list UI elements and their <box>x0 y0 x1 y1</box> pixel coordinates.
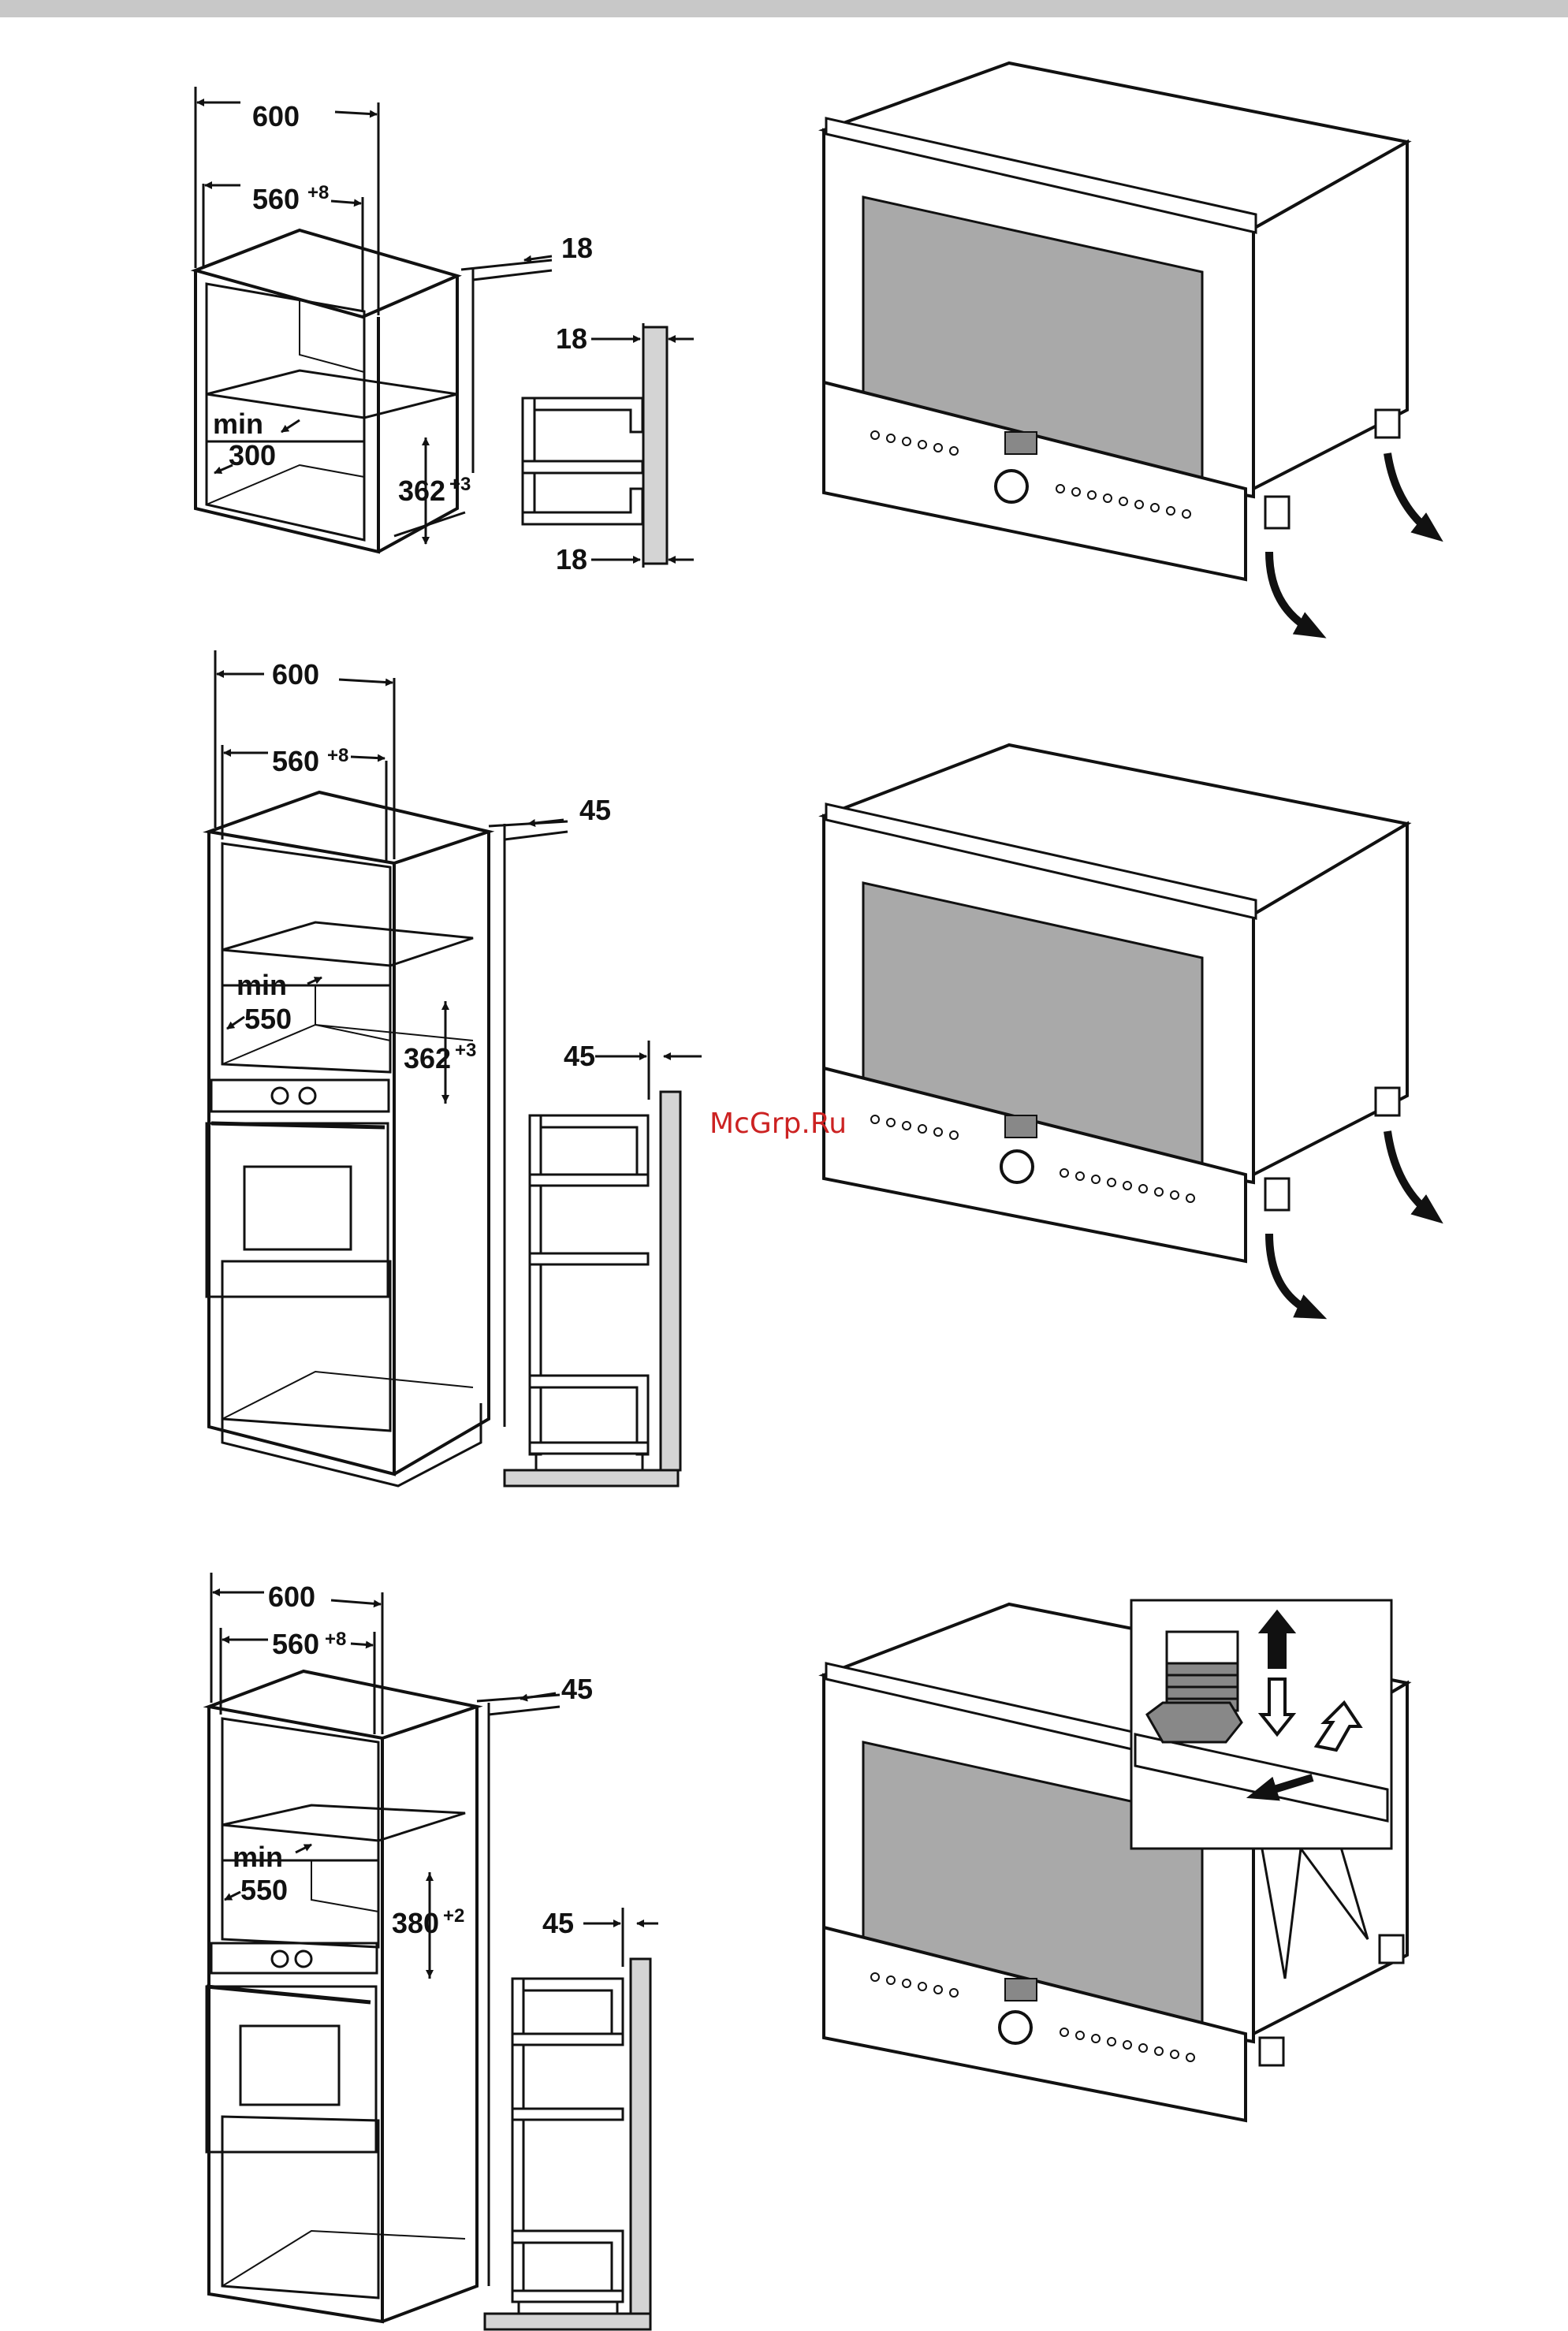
dim-inner-width: 560 <box>252 183 300 215</box>
dim-side-panel: 18 <box>561 232 593 264</box>
dim-section: 45 <box>542 1907 574 1939</box>
dim-outer-width: 600 <box>272 658 319 691</box>
dim-niche-height: 362 <box>398 475 445 507</box>
cabinet-2-labels: 600 560 +8 45 min 550 362 +3 <box>237 658 611 1074</box>
dim-niche-height: 380 <box>392 1907 439 1939</box>
dim-niche-height-tolerance: +3 <box>449 474 471 495</box>
dim-outer-width: 600 <box>268 1581 315 1613</box>
dim-min-value: 300 <box>229 439 276 471</box>
dim-niche-height-tolerance: +3 <box>455 1040 476 1061</box>
section-view-3: 45 <box>485 1907 658 2329</box>
dim-min-value: 550 <box>240 1874 288 1906</box>
dim-min-label: min <box>233 1841 283 1873</box>
cabinet-1-dimension-lines <box>196 87 552 544</box>
microwave-1 <box>824 63 1431 631</box>
dim-niche-height: 362 <box>404 1042 451 1074</box>
dim-section: 45 <box>564 1040 595 1072</box>
dim-min-label: min <box>237 969 287 1001</box>
dim-outer-width: 600 <box>252 100 300 132</box>
dim-section-top: 18 <box>556 322 587 355</box>
dim-side-panel: 45 <box>561 1673 593 1705</box>
cabinet-1-labels: 600 560 +8 18 min 300 362 +3 <box>213 100 593 507</box>
cabinet-3-labels: 600 560 +8 45 min 550 380 +2 <box>233 1581 593 1939</box>
cabinet-tall-unit-middle <box>207 792 505 1486</box>
dim-inner-width: 560 <box>272 745 319 777</box>
dim-min-value: 550 <box>244 1003 292 1035</box>
dim-side-panel: 45 <box>579 794 611 826</box>
watermark: McGrp.Ru <box>710 1108 847 1140</box>
dim-inner-tolerance: +8 <box>307 182 329 203</box>
dim-min-label: min <box>213 408 263 440</box>
dim-section-bottom: 18 <box>556 543 587 575</box>
section-view-2: 45 <box>505 1040 702 1486</box>
dim-inner-tolerance: +8 <box>325 1629 346 1650</box>
section-view-1: 18 18 <box>523 322 694 575</box>
dim-inner-tolerance: +8 <box>327 745 348 766</box>
cabinet-tall-unit-bottom <box>207 1671 489 2322</box>
dim-inner-width: 560 <box>272 1628 319 1660</box>
dim-niche-height-tolerance: +2 <box>443 1905 464 1927</box>
microwave-3 <box>824 1600 1407 2121</box>
microwave-2 <box>824 745 1431 1313</box>
cabinet-3-dimension-lines <box>211 1573 560 1979</box>
